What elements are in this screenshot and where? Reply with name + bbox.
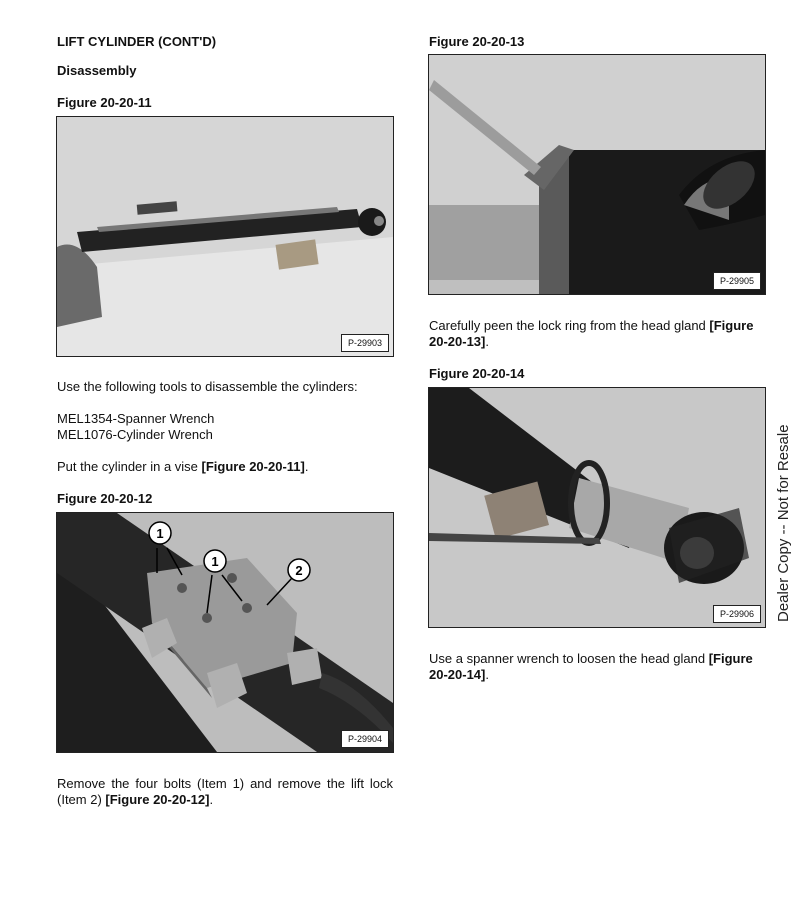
spanner-text: Use a spanner wrench to loosen the head …	[429, 651, 709, 666]
section-title: LIFT CYLINDER (CONT'D)	[57, 34, 217, 49]
remove-bolts-end: .	[209, 792, 214, 807]
peen-figure-ref: [Figure 20-20-13]	[429, 318, 754, 349]
remove-bolts-text: Remove the four bolts (Item 1) and remov…	[57, 776, 393, 807]
remove-bolts-figure-ref: [Figure 20-20-12]	[105, 792, 210, 807]
callout-1b: 1	[211, 554, 218, 569]
subsection-title: Disassembly	[57, 63, 137, 78]
vise-end: .	[304, 459, 309, 474]
figure-11-photo: P-29903	[56, 116, 394, 357]
figure-12-photo-id: P-29904	[340, 730, 389, 748]
spanner-instruction: Use a spanner wrench to loosen the head …	[429, 651, 765, 683]
callout-1a: 1	[156, 526, 163, 541]
figure-14-photo: P-29906	[428, 387, 766, 628]
peen-instruction: Carefully peen the lock ring from the he…	[429, 318, 765, 350]
figure-12-photo: 1 1 2 P-29904	[56, 512, 394, 753]
figure-14-photo-id: P-29906	[712, 605, 761, 623]
peen-text: Carefully peen the lock ring from the he…	[429, 318, 710, 333]
spanner-end: .	[485, 667, 489, 682]
figure-11-photo-id: P-29903	[340, 334, 389, 352]
vise-instruction-text: Put the cylinder in a vise	[57, 459, 202, 474]
figure-14-label: Figure 20-20-14	[429, 366, 525, 381]
tool-cylinder-wrench: MEL1076-Cylinder Wrench	[57, 427, 213, 442]
side-watermark: Dealer Copy -- Not for Resale	[775, 424, 792, 622]
figure-13-photo-id: P-29905	[712, 272, 761, 290]
figure-11-label: Figure 20-20-11	[57, 95, 152, 110]
figure-13-photo: P-29905	[428, 54, 766, 295]
remove-bolts-instruction: Remove the four bolts (Item 1) and remov…	[57, 776, 393, 808]
vise-instruction: Put the cylinder in a vise [Figure 20-20…	[57, 459, 308, 475]
figure-12-label: Figure 20-20-12	[57, 491, 153, 506]
peen-end: .	[485, 334, 489, 349]
vise-figure-ref: [Figure 20-20-11]	[201, 459, 305, 474]
callout-2: 2	[295, 563, 302, 578]
tools-intro: Use the following tools to disassemble t…	[57, 379, 358, 394]
spanner-figure-ref: [Figure 20-20-14]	[429, 651, 753, 682]
tool-spanner-wrench: MEL1354-Spanner Wrench	[57, 411, 215, 426]
figure-13-label: Figure 20-20-13	[429, 34, 525, 49]
